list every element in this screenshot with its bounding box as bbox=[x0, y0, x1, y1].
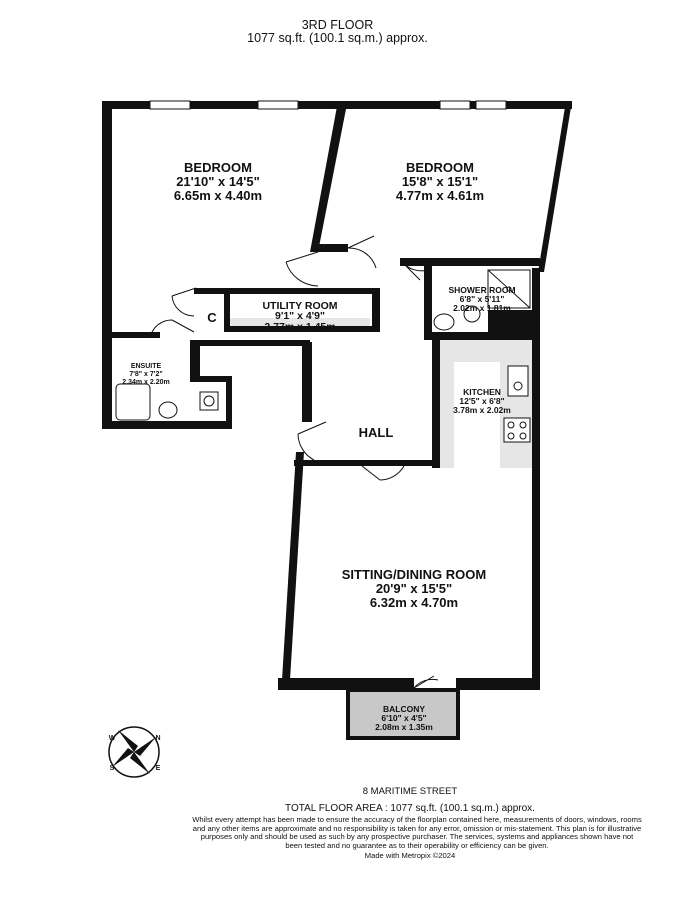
sitting-name: SITTING/DINING ROOM bbox=[342, 567, 486, 582]
ensuite-metric: 2.34m x 2.20m bbox=[122, 379, 169, 386]
total-floor-area: TOTAL FLOOR AREA : 1077 sq.ft. (100.1 sq… bbox=[285, 803, 535, 814]
bedroom1-imperial: 21'10" x 14'5" bbox=[176, 174, 260, 189]
windows bbox=[149, 100, 507, 110]
cupboard-label: C bbox=[207, 310, 217, 325]
shower-wc bbox=[463, 305, 481, 323]
ensuite-imperial: 7'8" x 7'2" bbox=[129, 371, 162, 378]
made-with: Made with Metropix ©2024 bbox=[364, 851, 456, 860]
compass-s: S bbox=[110, 765, 115, 772]
compass-icon: N E S W bbox=[108, 726, 161, 778]
bedroom2-metric: 4.77m x 4.61m bbox=[396, 188, 484, 203]
sitting-imperial: 20'9" x 15'5" bbox=[376, 581, 452, 596]
hob bbox=[503, 417, 531, 443]
doors bbox=[149, 235, 439, 689]
balcony-area bbox=[346, 688, 460, 740]
shower-basin bbox=[433, 313, 455, 331]
floor-title: 3RD FLOOR bbox=[301, 18, 374, 32]
balcony-metric: 2.08m x 1.35m bbox=[375, 722, 433, 732]
address: 8 MARITIME STREET bbox=[362, 786, 458, 797]
utility-metric: 2.77m x 1.45m bbox=[264, 321, 335, 333]
kitchen-imperial: 12'5" x 6'8" bbox=[459, 396, 504, 406]
compass-n: N bbox=[155, 735, 160, 742]
walls bbox=[102, 101, 572, 690]
bedroom2-name: BEDROOM bbox=[406, 160, 474, 175]
bedroom2-imperial: 15'8" x 15'1" bbox=[402, 174, 478, 189]
balcony-imperial: 6'10" x 4'5" bbox=[381, 713, 426, 723]
disclaimer: Whilst every attempt has been made to en… bbox=[192, 815, 642, 850]
sitting-metric: 6.32m x 4.70m bbox=[370, 595, 458, 610]
utility-name: UTILITY ROOM bbox=[262, 300, 337, 312]
shower-name: SHOWER ROOM bbox=[448, 285, 515, 295]
ensuite-bath bbox=[115, 383, 151, 421]
ensuite-name: ENSUITE bbox=[131, 363, 162, 370]
ensuite-wc bbox=[158, 401, 178, 419]
utility-imperial: 9'1" x 4'9" bbox=[275, 310, 325, 322]
floor-area: 1077 sq.ft. (100.1 sq.m.) approx. bbox=[247, 31, 428, 45]
shower-imperial: 6'8" x 5'11" bbox=[460, 294, 505, 304]
hall-name: HALL bbox=[359, 425, 394, 440]
bedroom1-metric: 6.65m x 4.40m bbox=[174, 188, 262, 203]
compass-w: W bbox=[109, 735, 116, 742]
balcony-name: BALCONY bbox=[383, 704, 425, 714]
compass-e: E bbox=[156, 765, 161, 772]
kitchen-name: KITCHEN bbox=[463, 387, 501, 397]
bedroom1-name: BEDROOM bbox=[184, 160, 252, 175]
ensuite-basin bbox=[199, 391, 219, 411]
shower-metric: 2.02m x 1.81m bbox=[453, 303, 511, 313]
kitchen-sink bbox=[507, 365, 529, 397]
shower-tray bbox=[487, 269, 531, 309]
kitchen-metric: 3.78m x 2.02m bbox=[453, 405, 511, 415]
